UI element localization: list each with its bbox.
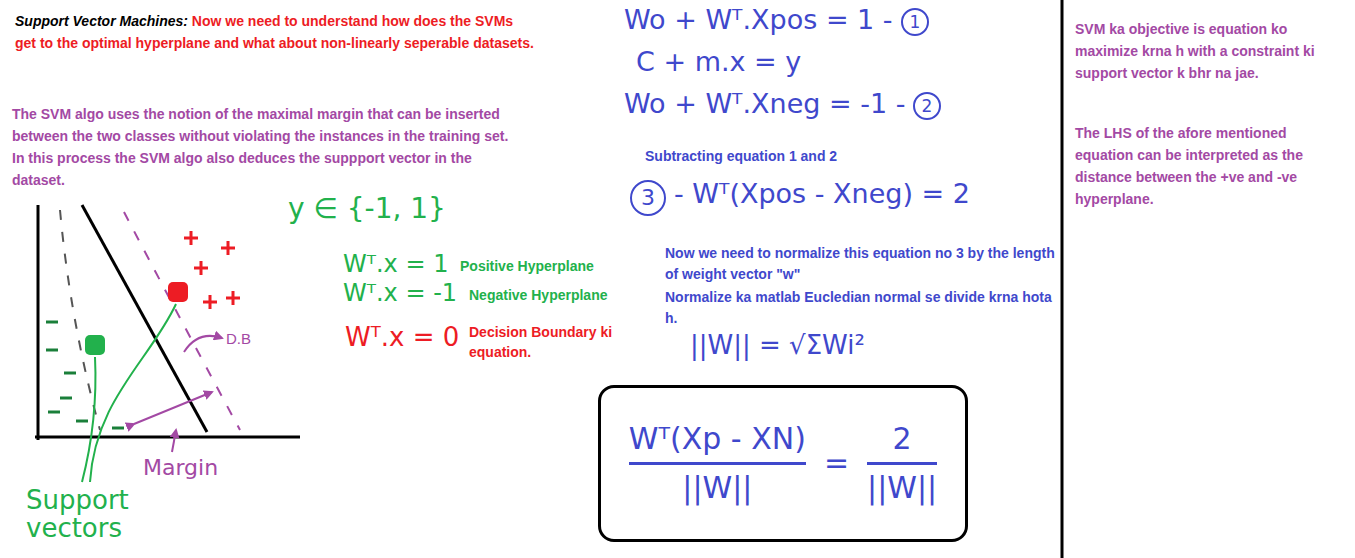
- step-note: Now we need to normalize this equation n…: [665, 243, 1060, 285]
- plot-label: Support vectors: [26, 486, 166, 542]
- side-note: SVM ka objective is equation ko maximize…: [1075, 18, 1345, 84]
- step-note: Normalize ka matlab Eucledian normal se …: [665, 287, 1060, 329]
- title: Support Vector Machines:: [15, 13, 188, 29]
- equation: Wo + Wᵀ.Xpos = 1 -: [624, 4, 893, 36]
- y-axis: [37, 205, 40, 440]
- positive-hyperplane: [124, 212, 240, 430]
- plot-label: D.B: [226, 330, 251, 348]
- leader-line: [172, 430, 176, 452]
- formula-text: ||W||: [682, 471, 752, 506]
- equation-number: 1: [901, 8, 929, 36]
- minus-marker: [48, 411, 60, 414]
- equation: - Wᵀ(Xpos - Xneg) = 2: [674, 178, 970, 210]
- minus-marker: [112, 427, 124, 430]
- leader-line: [184, 336, 222, 352]
- decision-boundary: [82, 205, 207, 432]
- fraction-bar: [629, 462, 806, 465]
- minus-marker: [46, 349, 58, 352]
- plus-marker: [194, 261, 208, 275]
- fraction: Wᵀ(Xp - XN) ||W||: [629, 422, 806, 506]
- minus-marker: [46, 321, 58, 324]
- side-note: The LHS of the afore mentioned equation …: [1075, 122, 1345, 210]
- leader-line: [82, 357, 95, 482]
- equation-number: 2: [913, 92, 941, 120]
- plot-label: Margin: [143, 455, 218, 481]
- formula-text: 2: [893, 422, 912, 457]
- note-text: The SVM algo uses the notion of the maxi…: [12, 103, 522, 191]
- equation: Wᵀ.x = -1: [343, 279, 457, 308]
- x-axis: [35, 436, 300, 439]
- fraction: 2 ||W||: [867, 422, 937, 506]
- equation-number: 3: [630, 180, 666, 216]
- formula-text: Wᵀ(Xp - XN): [629, 422, 806, 457]
- step-note: Subtracting equation 1 and 2: [645, 148, 837, 165]
- negative-points: [46, 322, 124, 428]
- fraction-bar: [867, 462, 937, 465]
- equation-note: Decision Boundary ki equation.: [469, 322, 634, 362]
- class-set: y ∈ {-1, 1}: [288, 192, 446, 226]
- support-vector-positive: [168, 282, 188, 302]
- plus-marker: [226, 291, 240, 305]
- plus-marker: [184, 231, 198, 245]
- result-box: Wᵀ(Xp - XN) ||W|| = 2 ||W||: [598, 385, 968, 542]
- support-vector-negative: [85, 335, 105, 355]
- minus-marker: [60, 397, 72, 400]
- formula-text: =: [824, 446, 849, 481]
- equation: Wᵀ.x = 1: [343, 250, 448, 279]
- plus-marker: [221, 241, 235, 255]
- equation: ||W|| = √ΣWi²: [690, 330, 865, 361]
- header-block: Support Vector Machines: Now we need to …: [15, 10, 535, 54]
- positive-points: [184, 231, 240, 309]
- plus-marker: [203, 295, 217, 309]
- column-divider: [1061, 0, 1064, 558]
- equation-note: Negative Hyperplane: [469, 287, 608, 304]
- equation-note: Positive Hyperplane: [460, 258, 594, 275]
- minus-marker: [76, 420, 88, 423]
- margin-arrow: [134, 392, 212, 424]
- equation: Wo + Wᵀ.Xneg = -1 -: [624, 88, 905, 120]
- equation: Wᵀ.x = 0: [345, 322, 459, 353]
- equation: C + m.x = y: [636, 46, 801, 78]
- formula-text: ||W||: [867, 471, 937, 506]
- minus-marker: [64, 372, 76, 375]
